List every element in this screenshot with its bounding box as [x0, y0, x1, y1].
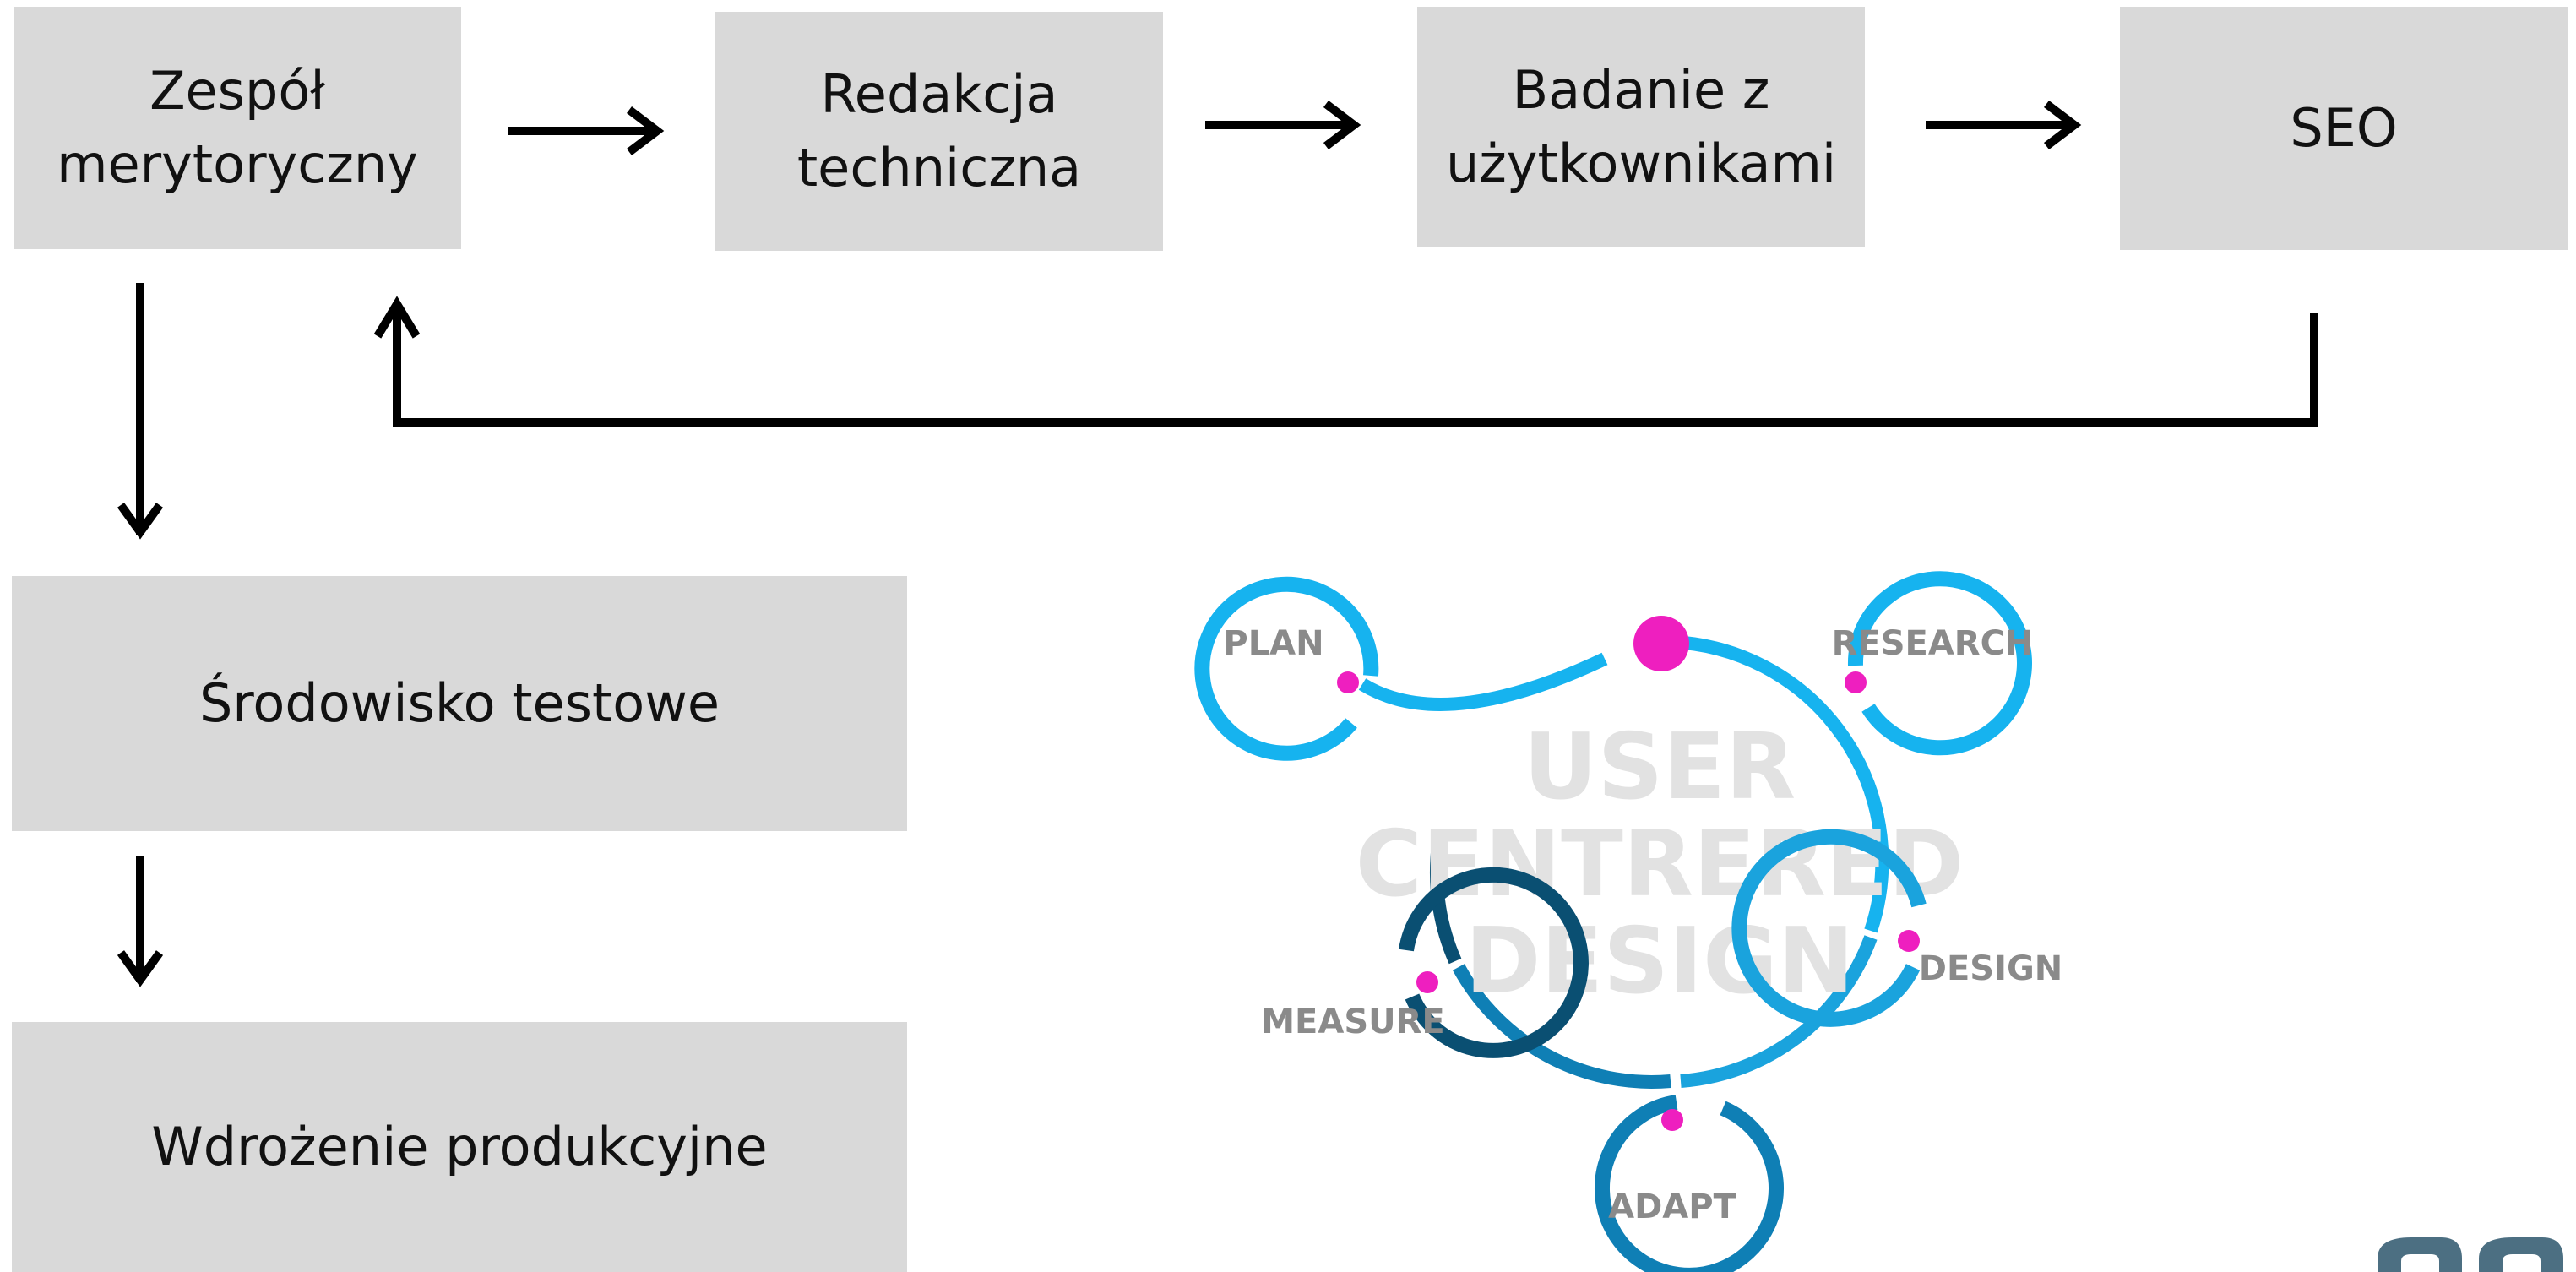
step-label-line1: Badanie z — [1512, 58, 1770, 121]
corner-logo-icon — [2378, 1237, 2563, 1272]
step-label-line1: SEO — [2290, 96, 2398, 159]
ucd-stage-plan: PLAN — [1194, 576, 1379, 761]
ucd-stage-label: ADAPT — [1608, 1188, 1736, 1226]
design-dot-icon — [1898, 930, 1920, 952]
ucd-center-line3: DESIGN — [1465, 909, 1854, 1014]
ucd-stage-label: RESEARCH — [1832, 624, 2034, 663]
ucd-center-line1: USER — [1524, 715, 1796, 820]
arrow-right-2 — [1205, 101, 1361, 149]
research-dot-icon — [1845, 671, 1867, 693]
feedback-arrow — [373, 296, 2318, 427]
step-box-redakcja: Redakcja techniczna — [715, 12, 1163, 251]
step-label-line1: Redakcja — [820, 63, 1058, 125]
ucd-center-line2: CENTRERED — [1356, 812, 1965, 917]
ucd-ring-arc-top-right — [1671, 635, 1889, 933]
ucd-stage-measure: MEASURE — [1261, 867, 1589, 1058]
step-label: Środowisko testowe — [198, 671, 720, 734]
step-box-srodowisko: Środowisko testowe — [12, 576, 907, 831]
ucd-ring-arc-left — [1429, 852, 1462, 965]
ucd-stage-research: RESEARCH — [1832, 571, 2034, 756]
adapt-dot-icon — [1661, 1109, 1683, 1131]
step-label-line1: Zespół — [149, 59, 325, 122]
measure-dot-icon — [1416, 971, 1438, 993]
step-label: Wdrożenie produkcyjne — [151, 1115, 768, 1177]
ucd-top-marker-icon — [1633, 616, 1689, 671]
ucd-stage-design: DESIGN — [1731, 829, 2063, 1027]
ucd-cycle-graphic: USER CENTRERED DESIGN PLAN RESEARCH DESI… — [1194, 571, 2063, 1272]
step-box-badanie: Badanie z użytkownikami — [1417, 7, 1865, 247]
ucd-ring-arc-plan-link — [1358, 652, 1608, 711]
step-label-line2: użytkownikami — [1445, 132, 1837, 194]
ucd-stage-label: PLAN — [1223, 624, 1323, 663]
arrow-right-3 — [1926, 101, 2082, 149]
step-box-seo: SEO — [2120, 7, 2568, 250]
step-label-line2: techniczna — [796, 136, 1082, 198]
step-label-line2: merytoryczny — [57, 133, 418, 195]
arrow-right-1 — [508, 106, 665, 155]
ucd-ring-arc-bottom — [1452, 964, 1671, 1089]
plan-dot-icon — [1337, 671, 1359, 693]
step-box-wdrozenie: Wdrożenie produkcyjne — [12, 1022, 907, 1272]
ucd-ring-arc-right — [1680, 935, 1878, 1088]
ucd-stage-label: MEASURE — [1261, 1003, 1445, 1041]
arrow-down-2 — [117, 856, 164, 987]
step-box-zespol: Zespół merytoryczny — [14, 7, 461, 249]
ucd-stage-label: DESIGN — [1919, 949, 2063, 988]
arrow-down-1 — [117, 283, 164, 540]
ucd-stage-adapt: ADAPT — [1595, 1095, 1784, 1272]
